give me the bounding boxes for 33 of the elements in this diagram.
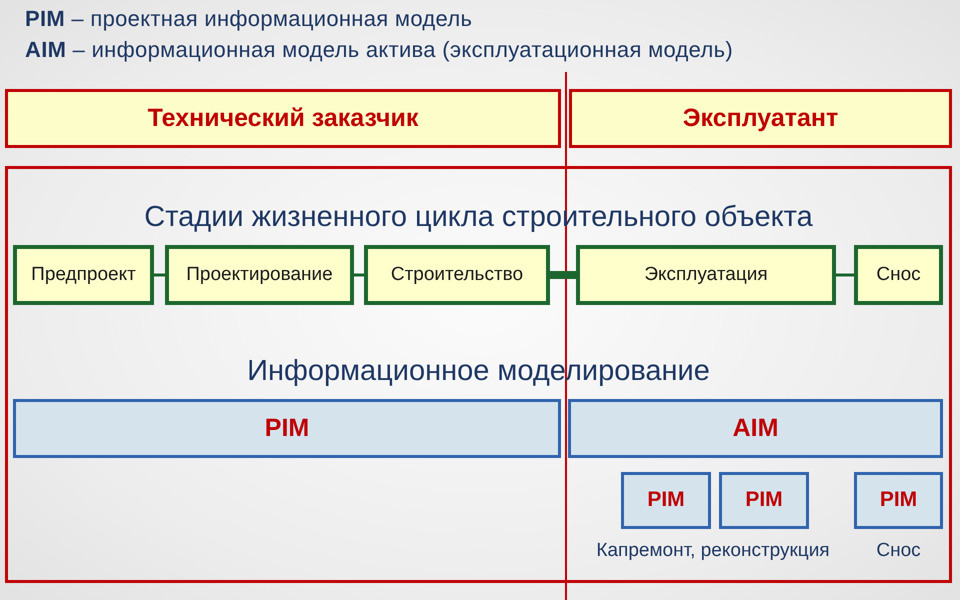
frame-box <box>5 166 952 583</box>
connector-line <box>154 274 165 276</box>
model-box <box>854 472 943 529</box>
role-label: Эксплуатант <box>682 102 838 134</box>
definition-text: PIM – проектная информационная модель <box>25 5 472 32</box>
stage-box <box>854 245 943 305</box>
model-box <box>621 472 711 529</box>
stage-label: Предпроект <box>31 263 136 287</box>
model-box <box>568 399 943 458</box>
role-label: Технический заказчик <box>148 102 418 134</box>
model-box <box>13 399 561 458</box>
stage-label: Проектирование <box>186 263 333 287</box>
stage-label: Снос <box>876 263 921 287</box>
definition-text: AIM – информационная модель актива (эксплуатационная модель) <box>25 36 734 64</box>
caption-text: Капремонт, реконструкция <box>596 539 830 563</box>
role-box <box>5 89 561 148</box>
connector-line <box>550 271 576 279</box>
stage-box <box>13 245 154 305</box>
model-label: AIM <box>732 412 778 444</box>
model-label: PIM <box>264 412 310 444</box>
stage-label: Эксплуатация <box>644 263 768 287</box>
model-label: PIM <box>745 487 783 514</box>
model-label: PIM <box>647 487 685 514</box>
model-box <box>719 472 809 529</box>
caption-text: Снос <box>876 539 921 563</box>
connector-line <box>354 274 364 276</box>
stage-box <box>364 245 550 305</box>
model-label: PIM <box>880 487 918 514</box>
connector-line <box>836 274 854 276</box>
stage-label: Строительство <box>390 263 524 287</box>
role-box <box>569 89 952 148</box>
stage-box <box>165 245 354 305</box>
stage-box <box>576 245 836 305</box>
